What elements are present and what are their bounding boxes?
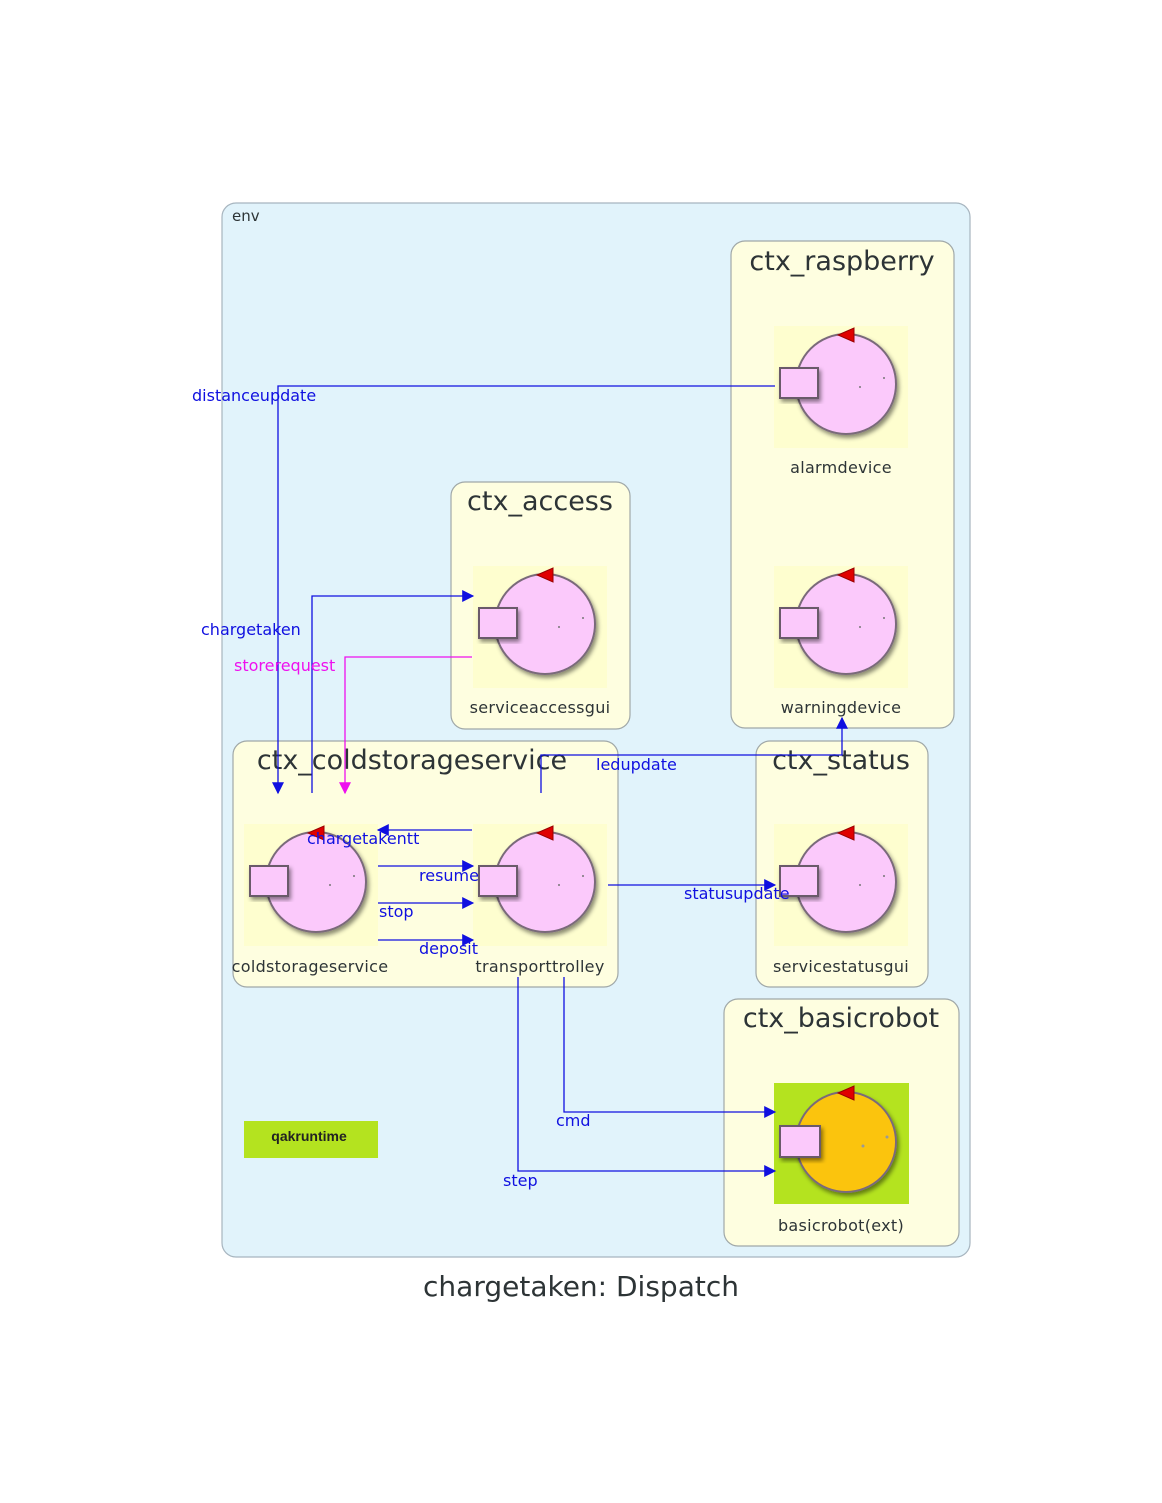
edge-cmd: cmd	[556, 977, 777, 1130]
actor-serviceaccessgui-icon	[473, 566, 607, 688]
actor-serviceaccessgui[interactable]: serviceaccessgui	[470, 566, 611, 717]
actor-servicestatusgui-label: servicestatusgui	[773, 957, 909, 976]
edge-distanceupdate-label: distanceupdate	[192, 386, 316, 405]
edge-storerequest-label: storerequest	[234, 656, 335, 675]
context-coldstorage-label: ctx_coldstorageservice	[257, 745, 567, 776]
actor-warningdevice[interactable]: warningdevice	[774, 566, 908, 717]
actor-transporttrolley-label: transporttrolley	[475, 957, 604, 976]
diagram-title: chargetaken: Dispatch	[423, 1270, 739, 1303]
actor-basicrobot[interactable]: basicrobot(ext)	[774, 1083, 909, 1235]
edge-chargetaken: chargetaken	[201, 590, 475, 793]
edge-cmd-label: cmd	[556, 1111, 591, 1130]
actor-transporttrolley[interactable]: transporttrolley	[473, 824, 607, 976]
actor-warningdevice-icon	[774, 566, 908, 688]
actor-alarmdevice-icon	[774, 326, 908, 448]
actor-basicrobot-label: basicrobot(ext)	[778, 1216, 904, 1235]
edge-ledupdate-label: ledupdate	[596, 755, 677, 774]
edge-chargetakentt: chargetakentt	[307, 824, 472, 848]
edge-distanceupdate: distanceupdate	[192, 385, 775, 795]
context-access-label: ctx_access	[467, 486, 613, 517]
actor-servicestatusgui[interactable]: servicestatusgui	[773, 824, 909, 976]
edge-step: step	[503, 977, 777, 1190]
actor-warningdevice-label: warningdevice	[781, 698, 902, 717]
qakruntime-badge-label: qakruntime	[271, 1128, 347, 1144]
actor-coldstorageservice-label: coldstorageservice	[232, 957, 389, 976]
env-label: env	[232, 207, 260, 225]
actor-alarmdevice[interactable]: alarmdevice	[774, 326, 908, 477]
actor-alarmdevice-label: alarmdevice	[790, 458, 892, 477]
edge-deposit: deposit	[378, 934, 478, 958]
edge-stop-label: stop	[379, 902, 414, 921]
context-raspberry-label: ctx_raspberry	[749, 246, 934, 277]
edge-chargetakentt-label: chargetakentt	[307, 829, 419, 848]
edge-resume-label: resume	[419, 866, 479, 885]
context-status-label: ctx_status	[772, 745, 910, 776]
actor-coldstorageservice[interactable]: coldstorageservice	[232, 824, 389, 976]
actor-transporttrolley-icon	[473, 824, 607, 946]
edge-statusupdate: statusupdate	[608, 879, 790, 903]
edge-deposit-label: deposit	[419, 939, 478, 958]
qakruntime-badge: qakruntime	[244, 1121, 378, 1158]
context-basicrobot-label: ctx_basicrobot	[743, 1003, 939, 1034]
edge-storerequest: storerequest	[234, 656, 472, 795]
edge-stop: stop	[378, 897, 475, 921]
edge-statusupdate-label: statusupdate	[684, 884, 790, 903]
edge-resume: resume	[378, 860, 479, 885]
edge-step-label: step	[503, 1171, 538, 1190]
actor-servicestatusgui-icon	[774, 824, 908, 946]
actor-serviceaccessgui-label: serviceaccessgui	[470, 698, 611, 717]
actor-basicrobot-icon	[774, 1083, 909, 1204]
edge-chargetaken-label: chargetaken	[201, 620, 301, 639]
edge-ledupdate: ledupdate	[540, 716, 848, 793]
